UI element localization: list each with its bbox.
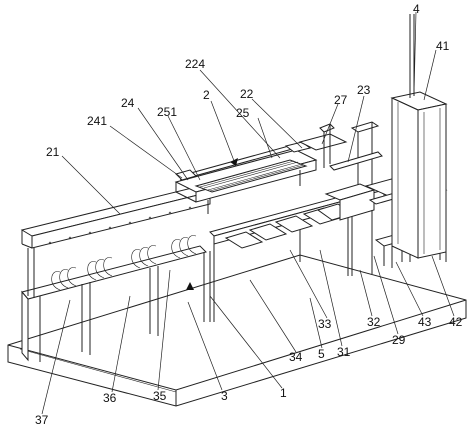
callout-25: 25 <box>236 106 250 120</box>
callout-31: 31 <box>337 345 351 359</box>
callout-34: 34 <box>289 350 303 364</box>
callout-35: 35 <box>153 389 167 403</box>
callout-33: 33 <box>318 317 332 331</box>
callout-41: 41 <box>436 39 450 53</box>
direction-arrows <box>186 158 238 290</box>
callout-37: 37 <box>35 413 49 427</box>
callout-224: 224 <box>185 57 206 71</box>
callout-251: 251 <box>157 105 178 119</box>
callout-23: 23 <box>357 83 371 97</box>
main-rail <box>20 185 212 298</box>
callout-43: 43 <box>418 315 432 329</box>
lower-frame <box>21 235 211 362</box>
callout-32: 32 <box>367 315 381 329</box>
callout-22: 22 <box>240 87 254 101</box>
callout-4: 4 <box>413 2 420 16</box>
right-top-frame <box>319 121 383 221</box>
callout-2: 2 <box>203 88 210 102</box>
callout-42: 42 <box>449 315 463 329</box>
callout-241: 241 <box>87 114 108 128</box>
callout-27: 27 <box>334 93 348 107</box>
upper-carriage <box>174 133 348 214</box>
callout-3: 3 <box>221 389 228 403</box>
leader-lines <box>41 11 455 415</box>
callout-24: 24 <box>121 96 135 110</box>
callout-5: 5 <box>318 347 325 361</box>
tower <box>390 14 448 259</box>
callout-1: 1 <box>280 386 287 400</box>
callout-29: 29 <box>392 333 406 347</box>
callout-21: 21 <box>46 145 60 159</box>
callout-36: 36 <box>103 391 117 405</box>
